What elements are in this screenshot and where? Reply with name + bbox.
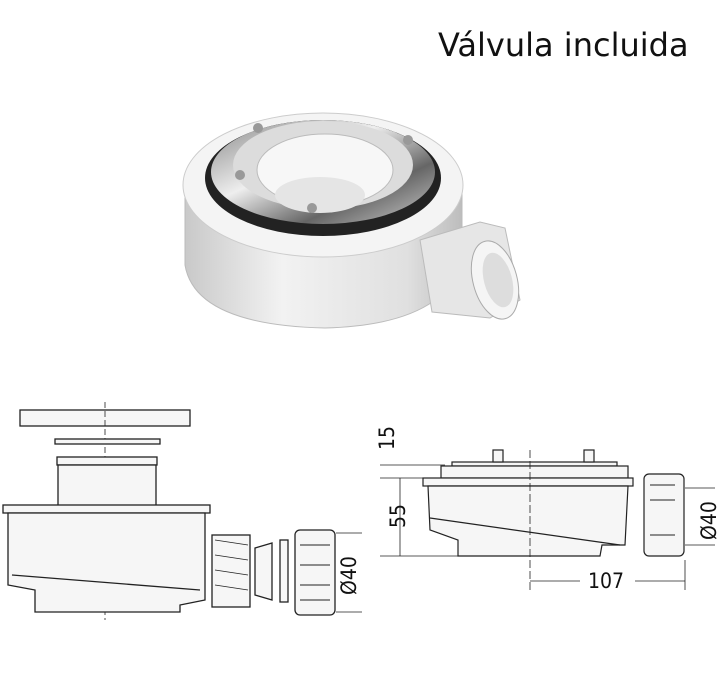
top-height-label: 15	[375, 426, 399, 450]
body-height-label: 55	[386, 504, 410, 528]
dimension-drawing	[380, 449, 715, 590]
outlet-distance-label: 107	[588, 569, 624, 593]
drain-photo	[182, 112, 521, 329]
right-outlet-diameter-label: Ø40	[697, 501, 720, 540]
exploded-drawing	[2, 402, 362, 620]
title: Válvula incluida	[438, 26, 689, 64]
left-outlet-diameter-label: Ø40	[337, 556, 361, 595]
